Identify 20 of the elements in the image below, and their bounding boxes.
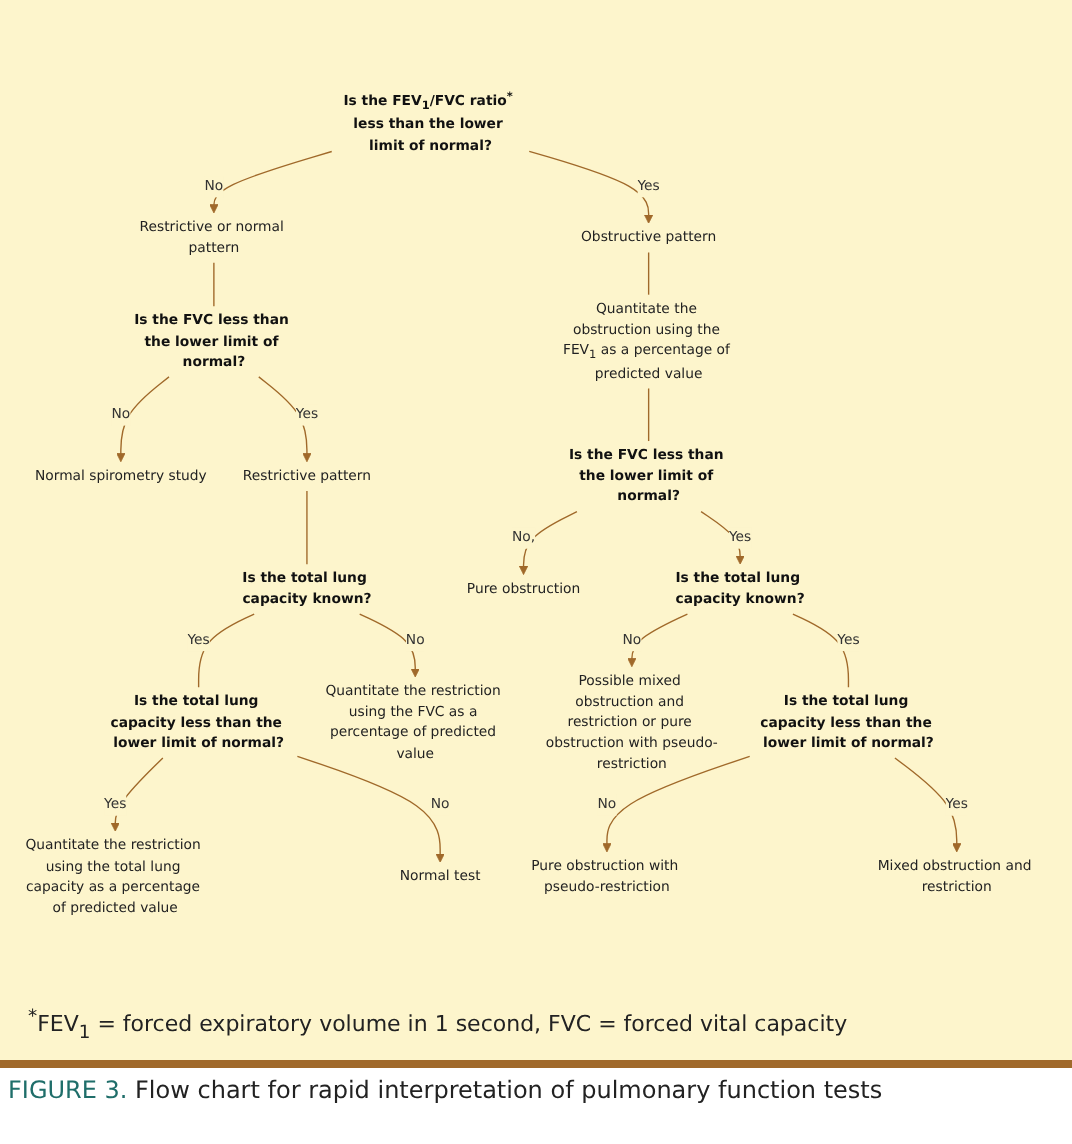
- arrow: [209, 150, 333, 214]
- connector: [792, 613, 850, 689]
- connector: [213, 262, 215, 307]
- arrow: [518, 510, 578, 575]
- figure-caption: FIGURE 3. Flow chart for rapid interpretation of pulmonary function tests: [8, 1076, 885, 1104]
- arrow: [528, 150, 654, 224]
- footnote: $^{*}$FEV$_{1}$ = forced expiratory volume in 1 second, FVC = forced vital capacity: [28, 1006, 850, 1044]
- connector: [306, 490, 308, 565]
- connector: [197, 613, 255, 689]
- arrow: [894, 757, 962, 853]
- arrow: [110, 757, 164, 832]
- connector: [647, 387, 650, 442]
- connector: [647, 251, 650, 296]
- arrow: [296, 755, 445, 863]
- arrow: [359, 613, 420, 678]
- arrow: [258, 376, 312, 463]
- arrow: [116, 376, 170, 463]
- arrow: [602, 755, 751, 853]
- arrow: [627, 613, 689, 668]
- arrow: [700, 510, 745, 565]
